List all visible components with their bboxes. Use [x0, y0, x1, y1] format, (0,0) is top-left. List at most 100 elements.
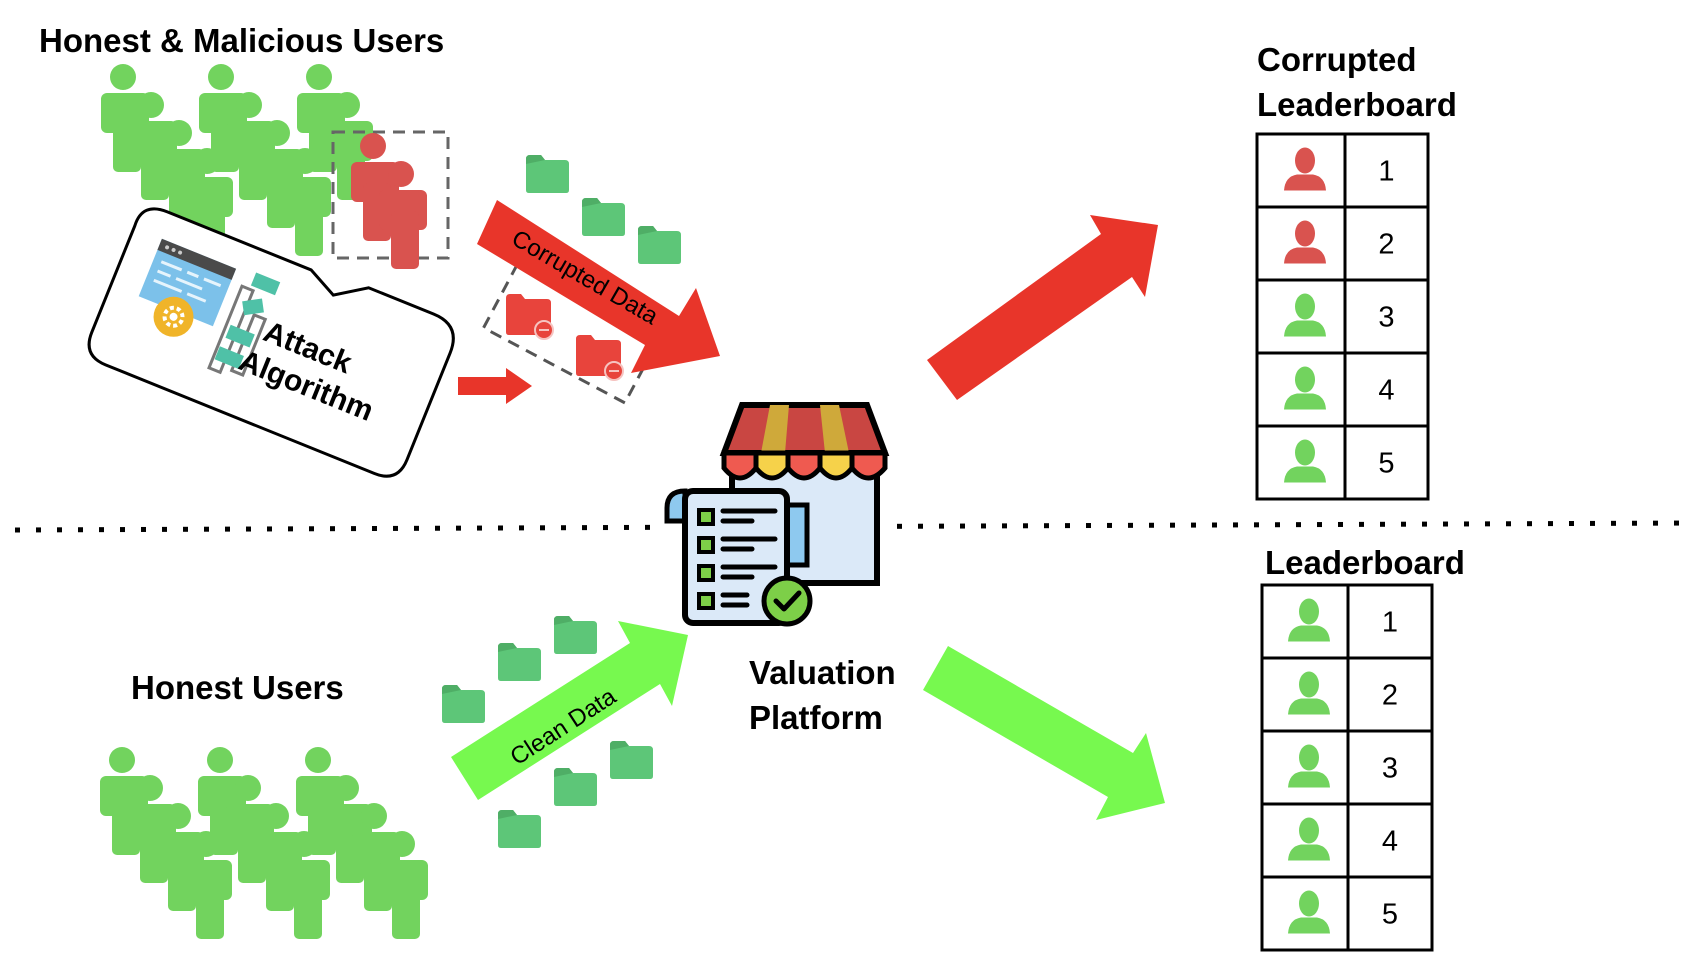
- divider-dot: [414, 525, 419, 531]
- leaderboard-rank: 3: [1378, 302, 1394, 334]
- divider-dot: [1296, 522, 1301, 528]
- honest-malicious-users-title: Honest & Malicious Users: [39, 22, 444, 59]
- gear-icon: [162, 305, 185, 328]
- leaderboard-rank-cell: [1343, 278, 1430, 355]
- divider-dot: [99, 527, 104, 533]
- leaderboard-rank: 4: [1378, 375, 1394, 407]
- divider-dot: [582, 525, 587, 531]
- divider-dot: [1191, 522, 1196, 528]
- divider-dot: [456, 525, 461, 531]
- leaderboard-rank-cell: [1346, 729, 1434, 806]
- divider-dot: [78, 527, 83, 533]
- honest-users-title: Honest Users: [131, 669, 344, 706]
- leaderboard-rank-cell: [1343, 132, 1430, 209]
- corrupted-leaderboard-title-line2: Leaderboard: [1257, 86, 1457, 123]
- divider-dot: [330, 526, 335, 532]
- section-divider: [15, 520, 1679, 533]
- divider-dot: [1506, 521, 1511, 527]
- divider-dot: [57, 527, 62, 533]
- divider-dot: [561, 525, 566, 531]
- leaderboard-rank-cell: [1343, 205, 1430, 282]
- leaderboard-row: 4: [1255, 351, 1430, 428]
- data-folder-icon: [638, 226, 681, 264]
- algorithm-output-arrow: [458, 368, 532, 404]
- flowchart-icon: [207, 272, 281, 377]
- leaderboard-rank: 5: [1382, 899, 1398, 931]
- divider-dot: [351, 526, 356, 532]
- leaderboard-row: 2: [1260, 656, 1434, 733]
- divider-dot: [981, 523, 986, 529]
- divider-dot: [15, 527, 20, 533]
- divider-dot: [1443, 521, 1448, 527]
- attack-algorithm-card: Attack Algorithm: [87, 207, 455, 478]
- divider-dot: [141, 526, 146, 532]
- divider-dot: [393, 525, 398, 531]
- divider-dot: [1674, 520, 1679, 526]
- divider-dot: [603, 525, 608, 531]
- data-folder-icon: [582, 198, 625, 236]
- valuation-platform-label-line2: Platform: [749, 699, 883, 736]
- leaderboard-row: 3: [1255, 278, 1430, 355]
- divider-dot: [246, 526, 251, 532]
- divider-dot: [1002, 523, 1007, 529]
- divider-dot: [1401, 521, 1406, 527]
- divider-dot: [519, 525, 524, 531]
- leaderboard-user-cell: [1255, 132, 1347, 209]
- divider-dot: [1086, 523, 1091, 529]
- divider-dot: [1338, 521, 1343, 527]
- to-leaderboard-arrow: [923, 646, 1165, 820]
- divider-dot: [1359, 521, 1364, 527]
- divider-dot: [372, 526, 377, 532]
- leaderboard-row: 1: [1255, 132, 1430, 209]
- valuation-platform-label-line1: Valuation: [749, 654, 896, 691]
- algorithm-window-icon: [138, 238, 237, 337]
- divider-dot: [498, 525, 503, 531]
- leaderboard-rank: 2: [1378, 229, 1394, 261]
- divider-dot: [1464, 521, 1469, 527]
- leaderboard-title: Leaderboard: [1265, 544, 1465, 581]
- divider-dot: [183, 526, 188, 532]
- divider-dot: [1233, 522, 1238, 528]
- leaderboard-rank-cell: [1346, 875, 1434, 952]
- divider-dot: [1275, 522, 1280, 528]
- corrupted-folder-icon: [575, 334, 624, 381]
- corrupted-leaderboard-title-line1: Corrupted: [1257, 41, 1417, 78]
- clean-data-arrow: [451, 621, 688, 800]
- divider-dot: [225, 526, 230, 532]
- divider-dot: [477, 525, 482, 531]
- divider-dot: [162, 526, 167, 532]
- to-corrupted-leaderboard-arrow: [927, 215, 1158, 400]
- divider-dot: [1548, 521, 1553, 527]
- divider-dot: [1170, 522, 1175, 528]
- divider-dot: [1527, 521, 1532, 527]
- leaderboard-rank-cell: [1343, 424, 1430, 501]
- divider-dot: [204, 526, 209, 532]
- data-folder-icon: [554, 768, 597, 806]
- divider-dot: [288, 526, 293, 532]
- divider-dot: [1611, 520, 1616, 526]
- divider-dot: [1485, 521, 1490, 527]
- divider-dot: [1023, 523, 1028, 529]
- divider-dot: [309, 526, 314, 532]
- data-folder-icon: [442, 685, 485, 723]
- divider-dot: [1380, 521, 1385, 527]
- divider-dot: [1065, 523, 1070, 529]
- leaderboard-rank: 1: [1378, 156, 1394, 188]
- leaderboard-row: 5: [1260, 875, 1434, 952]
- divider-dot: [267, 526, 272, 532]
- leaderboard-rank: 5: [1378, 448, 1394, 480]
- corrupted-data-arrow: [477, 200, 720, 373]
- divider-dot: [1044, 523, 1049, 529]
- corrupted-folder-icon: [505, 293, 554, 340]
- divider-dot: [120, 527, 125, 533]
- leaderboard-row: 2: [1255, 205, 1430, 282]
- divider-dot: [1128, 522, 1133, 528]
- leaderboard-row: 4: [1260, 802, 1434, 879]
- divider-dot: [1212, 522, 1217, 528]
- divider-dot: [624, 524, 629, 530]
- data-folder-icon: [554, 616, 597, 654]
- divider-dot: [36, 527, 41, 533]
- divider-dot: [435, 525, 440, 531]
- leaderboard-row: 5: [1255, 424, 1430, 501]
